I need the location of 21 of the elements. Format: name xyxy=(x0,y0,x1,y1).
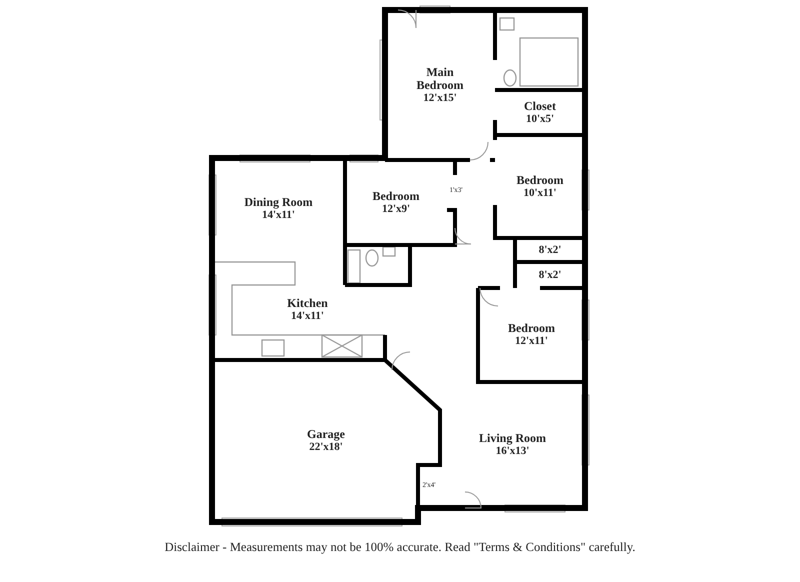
room-name: Bedroom xyxy=(516,174,564,186)
room-dimension: 8'x2' xyxy=(538,268,562,282)
room-name: Kitchen xyxy=(287,297,328,310)
room-dimension: 10'x5' xyxy=(526,112,554,126)
room-name: Closet xyxy=(524,100,556,112)
room-name: Bedroom xyxy=(508,322,556,335)
room-name: Garage xyxy=(307,428,345,441)
room-dimension: 12'x15' xyxy=(423,92,457,104)
room-dimension: 10'x11' xyxy=(523,186,556,200)
room-name: Living Room xyxy=(478,432,546,445)
room-dimension: 14'x11' xyxy=(262,209,295,222)
room-name: Main Bedroom xyxy=(415,66,465,92)
room-name: Dining Room xyxy=(244,196,313,209)
room-dimension: 8'x2' xyxy=(538,244,562,256)
room-dimension: 12'x9' xyxy=(382,202,410,216)
room-dimension: 16'x13' xyxy=(496,445,530,458)
room-dimension: 14'x11' xyxy=(290,310,324,323)
room-name: Bedroom xyxy=(372,190,420,202)
disclaimer-text: Disclaimer - Measurements may not be 100% accurate. Read "Terms & Conditions" carefully. xyxy=(164,540,636,555)
room-dimension: 12'x11' xyxy=(514,335,548,348)
room-dimension: 22'x18' xyxy=(309,441,343,454)
